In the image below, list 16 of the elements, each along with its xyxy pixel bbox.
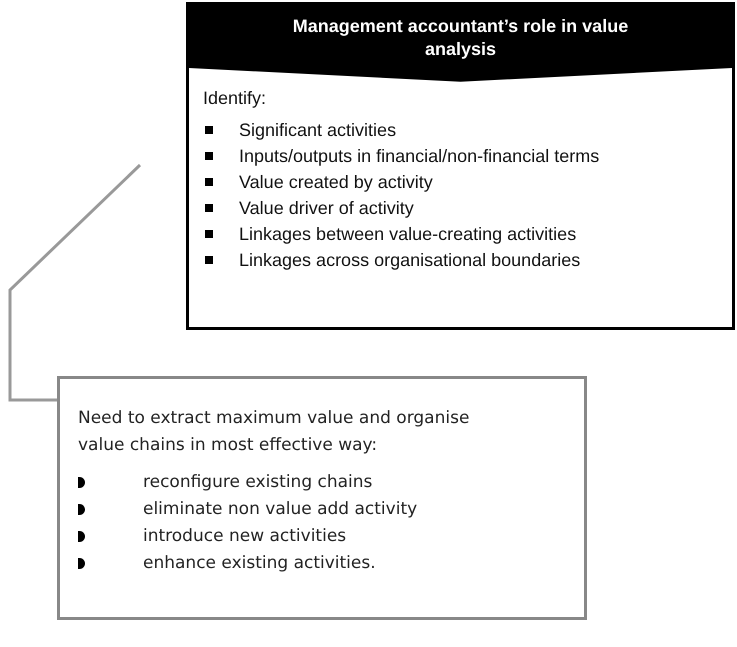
list-item: introduce new activities	[143, 525, 346, 548]
paragraph: Need to extract maximum value and organise value chains in most effective way:	[78, 407, 470, 457]
list-item: Inputs/outputs in financial/non-financial terms	[239, 144, 600, 168]
heading-banner: Management accountant’s role in value analysis	[189, 5, 732, 82]
connector-line	[8, 164, 142, 402]
list-item: enhance existing activities.	[143, 552, 376, 575]
list-item: reconfigure existing chains	[143, 471, 372, 494]
text-box	[186, 2, 735, 330]
list-item: Value created by activity	[239, 170, 433, 194]
list-item: eliminate non value add activity	[143, 498, 418, 521]
list-item: Value driver of activity	[239, 196, 414, 220]
text-box	[57, 376, 587, 620]
subheading: Identify:	[203, 88, 268, 109]
list-item: Linkages between value-creating activities	[239, 222, 576, 246]
list-item: Significant activities	[239, 118, 396, 142]
list-item: Linkages across organisational boundaries	[239, 248, 580, 272]
